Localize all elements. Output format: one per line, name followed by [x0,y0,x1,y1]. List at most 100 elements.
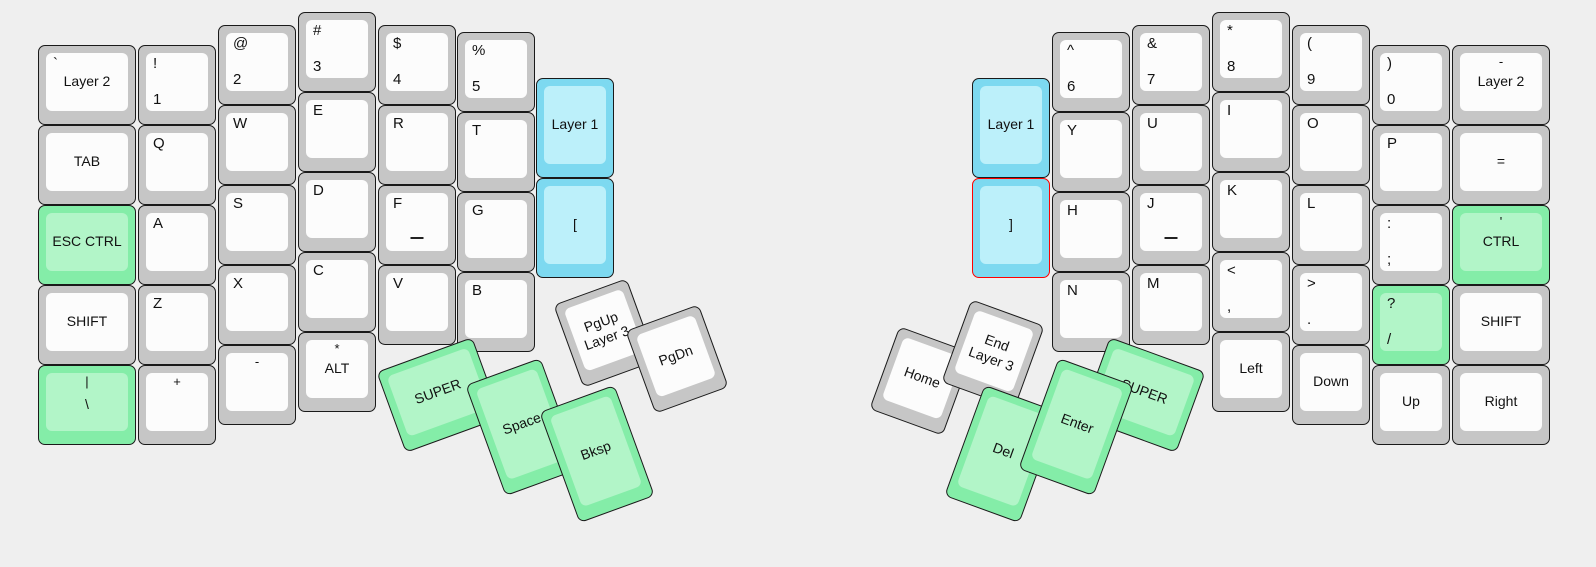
legend-main: Down [1313,373,1349,390]
key-2-at[interactable]: @2 [218,25,296,105]
key-period[interactable]: >. [1292,265,1370,345]
keycap-surface: <, [1220,260,1282,318]
legend-shifted: ) [1387,55,1392,72]
key-f[interactable]: F [378,185,456,265]
key-y[interactable]: Y [1052,112,1130,192]
legend-shifted: E [313,102,324,119]
key-h[interactable]: H [1052,192,1130,272]
keycap-surface: )0 [1380,53,1442,111]
legend-top: - [254,354,260,369]
keycap-surface: T [465,120,527,178]
legend-base: 9 [1307,71,1316,88]
keycap-surface: * ALT [306,340,368,398]
legend-main: \ [85,396,89,413]
key-t[interactable]: T [457,112,535,192]
key-comma[interactable]: <, [1212,252,1290,332]
key-a[interactable]: A [138,205,216,285]
key-up-arrow[interactable]: Up [1372,365,1450,445]
key-v[interactable]: V [378,265,456,345]
key-alt[interactable]: * ALT [298,332,376,412]
keycap-surface: Layer 1 [544,86,606,164]
key-ctrl-quote[interactable]: 'CTRL [1452,205,1550,285]
legend-shifted: O [1307,115,1319,132]
key-right-arrow[interactable]: Right [1452,365,1550,445]
key-4-dollar[interactable]: $4 [378,25,456,105]
legend-shifted: W [233,115,248,132]
key-semicolon[interactable]: :; [1372,205,1450,285]
key-layer2-minus[interactable]: -Layer 2 [1452,45,1550,125]
key-j[interactable]: J [1132,185,1210,265]
key-r[interactable]: R [378,105,456,185]
legend-shifted: V [393,275,404,292]
key-q[interactable]: Q [138,125,216,205]
key-g[interactable]: G [457,192,535,272]
keycap-surface: ESC CTRL [46,213,128,271]
key-equals[interactable]: = [1452,125,1550,205]
key-esc-ctrl[interactable]: ESC CTRL [38,205,136,285]
key-z[interactable]: Z [138,285,216,365]
key-0-paren[interactable]: )0 [1372,45,1450,125]
legend-main: ESC CTRL [52,233,122,250]
legend-shifted: ( [1307,35,1312,52]
key-bracket-left[interactable]: [ [536,178,614,278]
legend-main: Layer 1 [551,116,599,133]
key-bracket-right[interactable]: ] [972,178,1050,278]
key-i[interactable]: I [1212,92,1290,172]
legend-shifted: < [1227,262,1236,279]
keycap-surface: Y [1060,120,1122,178]
key-layer1-left[interactable]: Layer 1 [536,78,614,178]
key-e[interactable]: E [298,92,376,172]
keycap-surface: Left [1220,340,1282,398]
key-p[interactable]: P [1372,125,1450,205]
key-s[interactable]: S [218,185,296,265]
legend-shifted: Q [153,135,165,152]
keycap-surface: X [226,273,288,331]
keycap-surface: + [146,373,208,431]
keycap-surface: Enter [1030,368,1124,481]
key-shift-left[interactable]: SHIFT [38,285,136,365]
key-tab[interactable]: TAB [38,125,136,205]
keycap-surface: #3 [306,20,368,78]
legend-shifted: B [472,282,483,299]
legend-shifted: H [1067,202,1078,219]
key-left-arrow[interactable]: Left [1212,332,1290,412]
key-l[interactable]: L [1292,185,1370,265]
key-c[interactable]: C [298,252,376,332]
key-slash-question[interactable]: ?/ [1372,285,1450,365]
key-k[interactable]: K [1212,172,1290,252]
legend-base: 1 [153,91,162,108]
key-x[interactable]: X [218,265,296,345]
key-shift-right[interactable]: SHIFT [1452,285,1550,365]
key-w[interactable]: W [218,105,296,185]
keycap-surface: U [1140,113,1202,171]
key-down-arrow[interactable]: Down [1292,345,1370,425]
key-6-caret[interactable]: ^6 [1052,32,1130,112]
legend-base: ; [1387,251,1392,268]
key-pipe-backslash[interactable]: |\ [38,365,136,445]
key-layer1-right[interactable]: Layer 1 [972,78,1050,178]
legend-top: * [334,341,340,356]
key-7-amp[interactable]: &7 [1132,25,1210,105]
key-u[interactable]: U [1132,105,1210,185]
keycap-surface: ^6 [1060,40,1122,98]
key-layer2-grave[interactable]: `Layer 2 [38,45,136,125]
key-d[interactable]: D [298,172,376,252]
key-9-paren[interactable]: (9 [1292,25,1370,105]
key-5-percent[interactable]: %5 [457,32,535,112]
key-o[interactable]: O [1292,105,1370,185]
key-m[interactable]: M [1132,265,1210,345]
legend-main: ALT [324,360,350,377]
key-3-hash[interactable]: #3 [298,12,376,92]
key-enter[interactable]: Enter [1018,357,1134,497]
key-plus[interactable]: + [138,365,216,445]
key-minus[interactable]: - [218,345,296,425]
key-n[interactable]: N [1052,272,1130,352]
key-8-star[interactable]: *8 [1212,12,1290,92]
keycap-surface: K [1220,180,1282,238]
legend-top: ' [1499,214,1503,229]
key-1-exclaim[interactable]: !1 [138,45,216,125]
keycap-surface: End Layer 3 [953,309,1035,393]
